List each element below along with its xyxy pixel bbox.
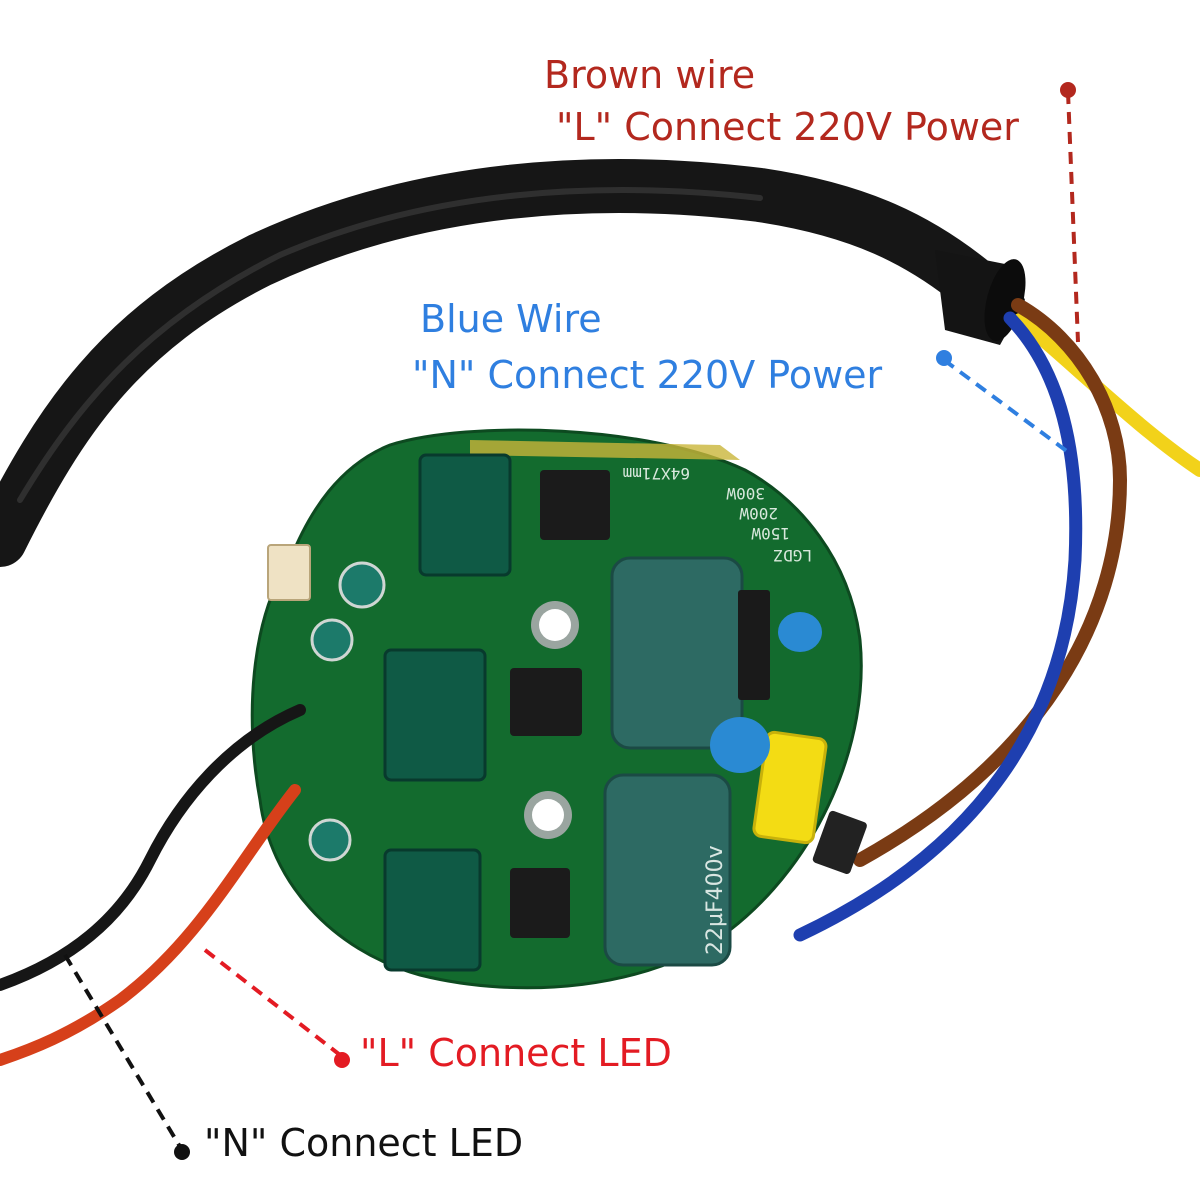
- bridge-rectifier: [738, 590, 770, 700]
- led-l-dot: [334, 1052, 350, 1068]
- transformer-bottom: [383, 848, 482, 972]
- transformer-mid: [383, 648, 487, 782]
- blue-wire-description: "N" Connect 220V Power: [412, 353, 883, 397]
- brown-wire-description: "L" Connect 220V Power: [556, 105, 1019, 149]
- capacitor-lower: [603, 773, 732, 967]
- ceramic-capacitor-a: [778, 612, 822, 652]
- fuse: [812, 810, 867, 875]
- small-capacitor-1: [338, 561, 386, 609]
- brown-wire: [853, 298, 1128, 867]
- capacitor-upper: [610, 556, 744, 750]
- led-l-leader: [203, 948, 342, 1057]
- mount-hole-top-inner: [539, 609, 571, 641]
- ceramic-capacitor-b: [710, 717, 770, 773]
- transformer-top: [418, 453, 512, 577]
- led-black-wire: [0, 704, 306, 991]
- brown-wire-leader: [1066, 91, 1080, 343]
- ic-chip-mid: [510, 668, 582, 736]
- blue-wire: [793, 311, 1083, 942]
- board-model-text: LGDZ: [773, 546, 812, 565]
- brown-wire-dot: [1060, 82, 1076, 98]
- black-cable-highlight: [17, 187, 763, 503]
- blue-wire-title: Blue Wire: [420, 297, 602, 341]
- board-rating-300w: 300W: [726, 484, 765, 503]
- led-red-wire: [0, 784, 301, 1066]
- board-rating-200w: 200W: [739, 504, 778, 523]
- led-l-label: "L" Connect LED: [360, 1031, 672, 1075]
- board-size-text: 64X71mm: [623, 464, 690, 483]
- yellow-wire: [1013, 313, 1200, 477]
- led-n-label: "N" Connect LED: [204, 1121, 524, 1165]
- small-capacitor-2: [310, 618, 354, 662]
- ic-chip-bottom: [510, 868, 570, 938]
- brown-wire-title: Brown wire: [544, 53, 756, 97]
- y-capacitor: [752, 730, 828, 845]
- black-cable-sheath: [0, 159, 1002, 567]
- fan-connector: [267, 544, 311, 601]
- capacitor-lower-label: 22µF400v: [703, 845, 728, 955]
- ic-chip-top: [540, 470, 610, 540]
- board-rating-150w: 150W: [751, 524, 790, 543]
- blue-wire-dot: [936, 350, 952, 366]
- led-n-dot: [174, 1144, 190, 1160]
- small-capacitor-3: [308, 818, 352, 862]
- blue-wire-leader: [942, 358, 1074, 457]
- pcb-edge: [470, 440, 740, 460]
- led-n-leader: [63, 953, 184, 1152]
- mount-hole-bottom-inner: [532, 799, 564, 831]
